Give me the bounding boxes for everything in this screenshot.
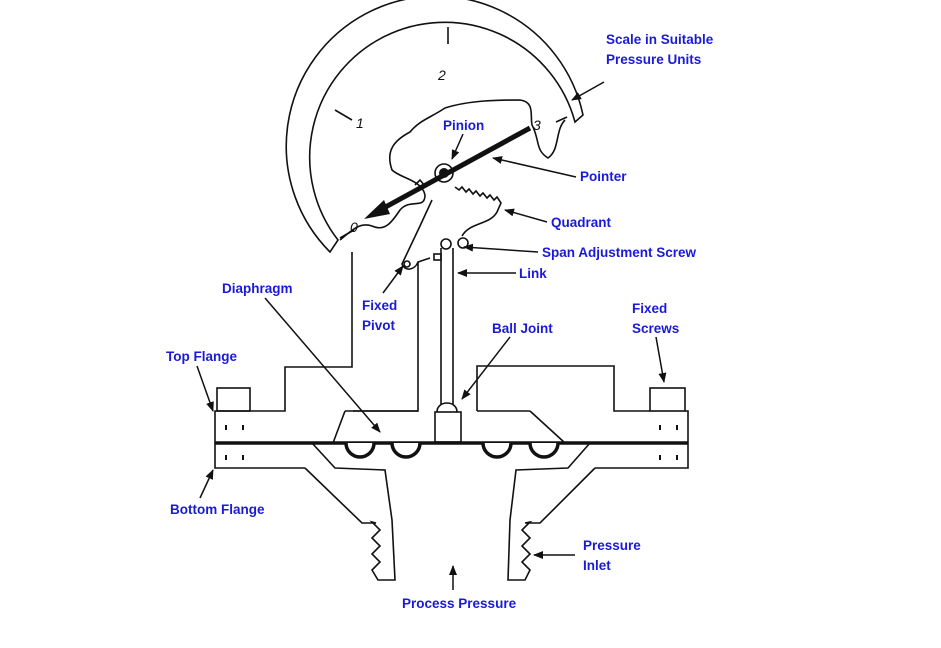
pressure-inlet bbox=[304, 442, 596, 581]
label-process-pressure: Process Pressure bbox=[402, 596, 517, 611]
arrow-span-screw bbox=[463, 243, 539, 253]
ball-joint bbox=[434, 411, 462, 443]
arrow-fixed-screws bbox=[655, 336, 667, 383]
label-bottom-flange: Bottom Flange bbox=[170, 502, 265, 517]
label-fixed-pivot-2: Pivot bbox=[362, 318, 396, 333]
fixed-pivot bbox=[403, 260, 411, 268]
pointer-tip bbox=[364, 200, 390, 219]
label-link: Link bbox=[519, 266, 547, 281]
label-ball-joint: Ball Joint bbox=[492, 321, 553, 336]
diaphragm-corrugations bbox=[344, 442, 560, 459]
arrow-fixed-pivot bbox=[382, 265, 404, 294]
pinion-hub bbox=[439, 168, 449, 178]
dial-cutout bbox=[339, 99, 566, 241]
fixed-screw-right bbox=[649, 387, 686, 412]
flanges bbox=[214, 410, 689, 469]
label-top-flange: Top Flange bbox=[166, 349, 237, 364]
scale-tick-1 bbox=[334, 109, 353, 121]
arrow-quadrant bbox=[504, 208, 548, 223]
span-adjustment-screw bbox=[457, 237, 469, 249]
arrow-pinion bbox=[451, 133, 464, 160]
arrow-ball-joint bbox=[461, 336, 511, 400]
link-top-pin bbox=[440, 238, 452, 250]
arrow-scale bbox=[571, 81, 605, 101]
scale-number-2: 2 bbox=[437, 67, 446, 83]
label-scale: Scale in Suitable bbox=[606, 32, 714, 47]
scale-number-1: 1 bbox=[356, 115, 364, 131]
label-pressure-inlet: Pressure bbox=[583, 538, 641, 553]
gauge-scale: 0 1 2 3 bbox=[285, 0, 584, 254]
case-right bbox=[476, 365, 650, 412]
arrow-bottom-flange bbox=[199, 469, 214, 499]
screw-holes bbox=[225, 425, 678, 460]
flange-outline bbox=[214, 410, 689, 469]
scale-tick-3 bbox=[555, 116, 568, 123]
label-quadrant: Quadrant bbox=[551, 215, 612, 230]
scale-number-0: 0 bbox=[350, 219, 358, 235]
flange-chamfers bbox=[332, 410, 566, 444]
leader-arrows bbox=[196, 81, 667, 590]
label-pinion: Pinion bbox=[443, 118, 484, 133]
fixed-screw-left bbox=[216, 387, 251, 412]
scale-number-3: 3 bbox=[533, 117, 541, 133]
link-lug bbox=[433, 253, 442, 261]
ball-joint-ball bbox=[436, 402, 458, 413]
label-fixed-pivot: Fixed bbox=[362, 298, 397, 313]
label-span-adjustment-screw: Span Adjustment Screw bbox=[542, 245, 697, 260]
label-fixed-screws-2: Screws bbox=[632, 321, 679, 336]
quadrant bbox=[401, 178, 502, 270]
link bbox=[433, 238, 462, 443]
label-pressure-inlet-2: Inlet bbox=[583, 558, 611, 573]
label-fixed-screws: Fixed bbox=[632, 301, 667, 316]
label-pointer: Pointer bbox=[580, 169, 627, 184]
arrow-top-flange bbox=[196, 365, 214, 412]
arrow-diaphragm bbox=[264, 297, 381, 433]
pointer bbox=[378, 125, 532, 213]
scale-arc bbox=[285, 0, 584, 254]
arrow-pointer bbox=[492, 156, 577, 178]
pinion bbox=[434, 163, 454, 183]
label-diaphragm: Diaphragm bbox=[222, 281, 293, 296]
label-scale-2: Pressure Units bbox=[606, 52, 701, 67]
